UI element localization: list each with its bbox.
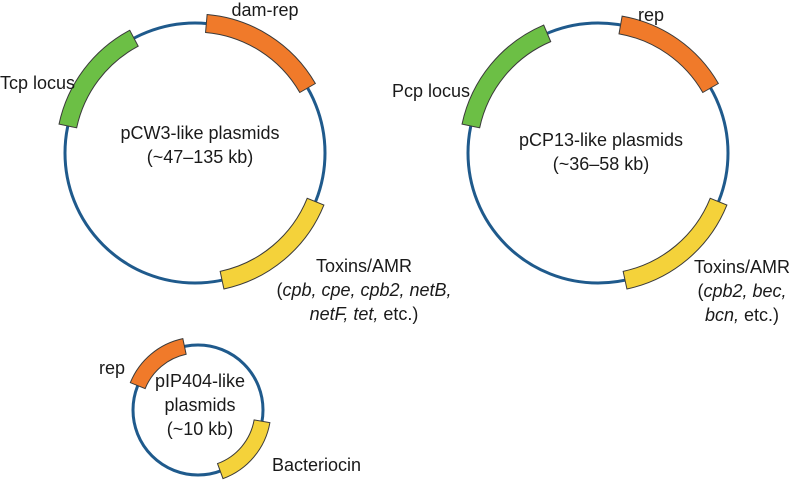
plasmid-pcp13: rep Pcp locus pCP13-like plasmids (~36–5… [392, 5, 790, 325]
plasmid-pcp13-toxin-segment [622, 197, 728, 290]
plasmid-pcp13-size: (~36–58 kb) [553, 154, 650, 174]
plasmid-pcw3-locus-segment [58, 29, 139, 129]
plasmid-pcw3: dam-rep Tcp locus pCW3-like plasmids (~4… [0, 0, 452, 324]
plasmid-pcw3-rep-segment [205, 13, 317, 94]
plasmid-pcp13-rep-label: rep [638, 5, 664, 25]
plasmid-pip404-name: pIP404-like [155, 371, 245, 391]
plasmid-pcp13-locus-segment [461, 24, 552, 129]
plasmid-pcp13-toxin-label: Toxins/AMR [694, 257, 790, 277]
plasmid-pcw3-toxin-label: Toxins/AMR [316, 256, 412, 276]
plasmid-pip404-name-line2: plasmids [164, 395, 235, 415]
plasmid-pcw3-size: (~47–135 kb) [147, 147, 254, 167]
plasmid-pcp13-toxin-genes-line2: bcn, etc.) [705, 305, 779, 325]
plasmid-pcw3-toxin-genes-line2: netF, tet, etc.) [310, 304, 419, 324]
plasmid-pip404-size: (~10 kb) [167, 419, 234, 439]
plasmid-pip404: rep pIP404-like plasmids (~10 kb) Bacter… [99, 338, 361, 480]
plasmid-pcp13-backbone [466, 21, 730, 285]
plasmid-pip404-rep-segment [129, 338, 187, 390]
plasmid-pip404-backbone [131, 343, 265, 477]
plasmid-pcw3-locus-label: Tcp locus [0, 73, 75, 93]
plasmid-pip404-bacteriocin-label: Bacteriocin [272, 455, 361, 475]
plasmid-pip404-rep-label: rep [99, 358, 125, 378]
plasmid-pip404-bacteriocin-segment [216, 419, 271, 480]
plasmid-pcp13-rep-segment [618, 15, 720, 94]
plasmid-pcw3-name: pCW3-like plasmids [120, 123, 279, 143]
plasmid-pcw3-rep-label: dam-rep [231, 0, 298, 20]
plasmid-pcp13-toxin-genes-line1: (cpb2, bec, [697, 281, 786, 301]
plasmid-pcw3-backbone [63, 21, 327, 285]
plasmid-pcw3-toxin-segment [219, 197, 325, 290]
plasmid-pcp13-name: pCP13-like plasmids [519, 130, 683, 150]
plasmid-pcw3-toxin-genes-line1: (cpb, cpe, cpb2, netB, [276, 280, 451, 300]
plasmid-pcp13-locus-label: Pcp locus [392, 81, 470, 101]
